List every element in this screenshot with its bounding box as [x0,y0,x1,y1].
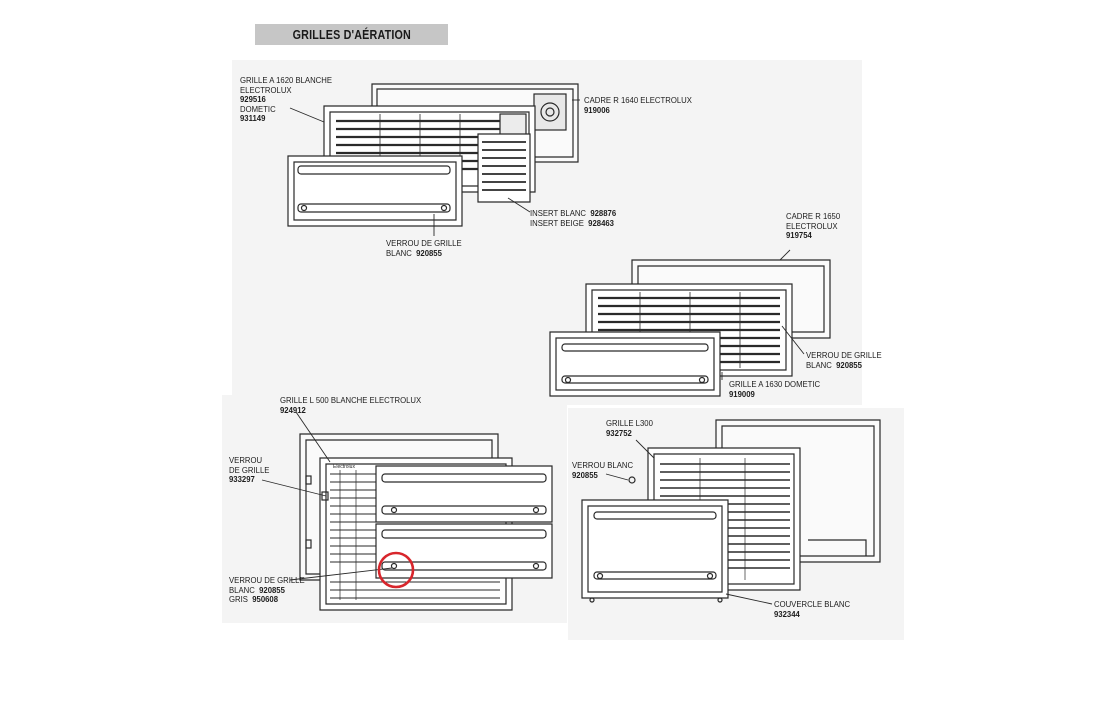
label-line: ELECTROLUX [240,84,292,95]
label-line: VERROU DE GRILLE [386,238,462,248]
section-title-bar: GRILLES D'AÉRATION [255,24,448,45]
label-verrou-1: VERROU DE GRILLE BLANC 920855 [386,238,462,258]
part-number: 919009 [729,388,755,399]
label-grille-a1620: GRILLE A 1620 BLANCHE ELECTROLUX 929516 … [240,75,333,124]
part-number: 920855 [259,584,285,595]
label-line: COUVERCLE BLANC [774,599,851,609]
part-number: 920855 [572,469,598,480]
brand-mark: Electrolux [333,464,355,470]
section-title: GRILLES D'AÉRATION [292,27,411,42]
part-number: 928876 [590,208,617,218]
cover-a1630 [549,331,721,397]
label-line: INSERT BEIGE [530,217,584,228]
label-line: ELECTROLUX [786,220,838,231]
part-number: 928463 [588,217,614,228]
part-number: 919754 [786,230,812,241]
label-line: VERROU [229,455,263,465]
label-verrou-2: VERROU DE GRILLE BLANC 920855 [806,350,882,370]
cover-l300 [581,499,729,603]
verrou-blanc-part [628,476,636,484]
label-line: CADRE R 1650 [786,211,841,221]
part-number: 924912 [280,404,306,415]
label-line: GRILLE A 1630 DOMETIC [729,379,821,389]
label-verrou-4: VERROU DE GRILLE BLANC 920855 GRIS 95060… [229,575,305,605]
cover-l500-top [375,465,553,523]
part-number: 932344 [774,608,800,619]
label-line: VERROU BLANC [572,460,634,470]
part-number: 920855 [416,247,442,258]
label-line: BLANC [806,359,832,370]
label-line: GRIS [229,594,248,605]
part-number: 929516 [240,94,266,105]
label-line: DE GRILLE [229,464,270,475]
label-couvercle: COUVERCLE BLANC 932344 [774,599,851,619]
label-line: CADRE R 1640 ELECTROLUX [584,95,692,105]
label-line: BLANC [386,247,412,258]
part-number: 931149 [240,113,266,124]
label-line: GRILLE L300 [606,418,653,428]
label-grille-l300: GRILLE L300 932752 [606,418,653,438]
part-number: 950608 [252,594,279,605]
label-line: GRILLE L 500 BLANCHE ELECTROLUX [280,395,422,405]
label-line: DOMETIC [240,103,276,114]
label-line: INSERT BLANC [530,208,587,218]
label-line: VERROU DE GRILLE [229,575,305,585]
label-verrou-3: VERROU DE GRILLE 933297 [229,455,270,485]
side-latch-marks [305,475,329,549]
cover-a1620 [287,155,463,227]
label-insert: INSERT BLANC 928876 INSERT BEIGE 928463 [530,208,617,228]
label-grille-a1630: GRILLE A 1630 DOMETIC 919009 [729,379,821,399]
label-verrou-blanc: VERROU BLANC 920855 [572,460,634,480]
highlight-circle [377,551,415,589]
part-number: 919006 [584,104,610,115]
label-cadre-r1640: CADRE R 1640 ELECTROLUX 919006 [584,95,692,115]
part-number: 932752 [606,427,632,438]
part-number: 933297 [229,474,255,485]
label-line: VERROU DE GRILLE [806,350,882,360]
leader-lines [261,99,805,605]
insert-panel [477,133,531,203]
label-grille-l500: GRILLE L 500 BLANCHE ELECTROLUX 924912 [280,395,422,415]
label-line: GRILLE A 1620 BLANCHE [240,75,333,85]
cover-l500-bottom [375,523,553,579]
part-number: 920855 [836,359,862,370]
label-line: BLANC [229,584,255,595]
label-cadre-r1650: CADRE R 1650 ELECTROLUX 919754 [786,211,841,241]
